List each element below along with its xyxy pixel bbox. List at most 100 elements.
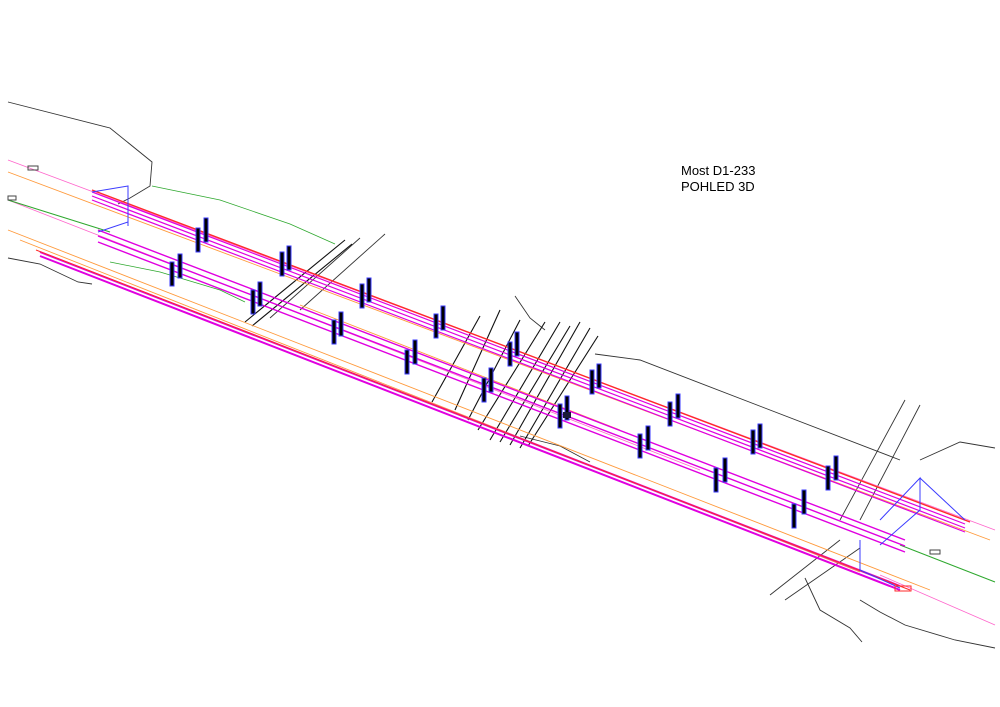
rail-line-6 (477, 321, 546, 431)
pier-l6a (557, 403, 563, 429)
axis-1 (7, 171, 991, 541)
pink-line-3 (879, 574, 996, 626)
road-left-2 (299, 233, 386, 311)
pier-u6a (589, 369, 595, 395)
pier-l5b (488, 367, 494, 393)
lower-girder-red (35, 249, 911, 591)
pier-l5a (481, 377, 487, 403)
axis-2 (7, 229, 931, 591)
pier-l9b (801, 489, 807, 515)
deck-lower-girder (39, 251, 901, 591)
pier-u1a (195, 227, 201, 253)
pier-l6b (564, 395, 570, 421)
pier-u3a (359, 283, 365, 309)
pier-u8b (757, 423, 763, 449)
pier-l8b (722, 457, 728, 483)
drawing-subtitle: POHLED 3D (681, 179, 755, 194)
pier-u5a (507, 341, 513, 367)
end-marker-right-mid (929, 549, 941, 555)
middle-girder-edge-3 (97, 241, 906, 553)
pier-u9a (825, 465, 831, 491)
right-abutment-wing-2 (919, 477, 966, 521)
middle-girder-edge-1 (97, 229, 906, 541)
upper-girder-edge-2 (91, 195, 966, 529)
pier-u7b (675, 393, 681, 419)
green-line-right (899, 544, 996, 583)
terrain-right-bottom (804, 577, 863, 643)
terrain-left-top (7, 101, 153, 205)
pink-lines (7, 159, 996, 626)
pier-l9a (791, 503, 797, 529)
pier-u1b (203, 217, 209, 243)
upper-girder-edge-1 (91, 191, 966, 525)
rail-line-7 (489, 321, 561, 441)
drawing-title-block: Most D1-233 POHLED 3D (681, 163, 755, 195)
terrain-right-road-2 (859, 404, 921, 521)
pier-l1b (177, 253, 183, 279)
pier-u2b (286, 245, 292, 271)
pier-u4b (440, 305, 446, 331)
axis-4 (299, 304, 621, 431)
rail-line-1 (244, 239, 346, 323)
left-abutment-wing (91, 185, 129, 233)
green-lines (7, 199, 996, 583)
terrain-right-road-1 (839, 399, 906, 521)
terrain-green-contour-2 (109, 261, 246, 303)
deck-middle-girder (97, 229, 906, 553)
end-marker-left-mid (7, 195, 17, 201)
alignment-axes (7, 171, 991, 591)
rail-line-3 (431, 315, 481, 403)
pier-u5b (514, 331, 520, 357)
pier-u2a (279, 251, 285, 277)
rail-line-2 (251, 243, 353, 327)
upper-girder-red (91, 189, 971, 523)
pier-l7b (645, 425, 651, 451)
terrain-right-road-4 (784, 547, 861, 601)
pier-u7a (667, 401, 673, 427)
rail-line-4 (454, 309, 501, 411)
railway-crossing (244, 239, 599, 449)
pier-l4b (412, 339, 418, 365)
pier-l1a (169, 261, 175, 287)
terrain-right-top (594, 353, 901, 461)
pier-l8a (713, 467, 719, 493)
survey-marker (563, 412, 571, 418)
pier-u9b (833, 455, 839, 481)
end-marker-left-top (27, 165, 39, 171)
pier-u6b (596, 363, 602, 389)
left-abutment (91, 185, 129, 233)
terrain-mid-top (514, 295, 546, 331)
terrain-right-east (919, 441, 996, 461)
terrain-green-contour (151, 185, 336, 245)
green-line-left (7, 199, 111, 233)
upper-girder-edge-3 (91, 199, 966, 533)
bridge-deck (7, 165, 971, 592)
rail-line-9 (509, 321, 581, 446)
right-abutment-wing (879, 476, 921, 546)
road-left-1 (269, 237, 361, 319)
pier-l7a (637, 433, 643, 459)
terrain-mid-bottom (519, 435, 591, 463)
pier-l4a (404, 349, 410, 375)
pier-l3b (338, 311, 344, 337)
terrain-outlines (7, 101, 996, 649)
end-markers (7, 165, 941, 592)
rail-line-10 (519, 327, 591, 449)
pier-l2b (257, 281, 263, 307)
end-marker-right-bottom (894, 585, 912, 592)
middle-girder-edge-2 (97, 235, 906, 547)
right-abutment-base (859, 540, 901, 589)
terrain-right-bottom-2 (859, 599, 996, 649)
rail-line-11 (527, 335, 599, 447)
pier-u3b (366, 277, 372, 303)
rail-line-5 (467, 319, 521, 421)
pier-l2a (250, 289, 256, 315)
rail-line-8 (499, 325, 571, 443)
deck-upper-girder (91, 191, 966, 533)
right-abutment (859, 476, 966, 589)
lower-girder-edge-2 (39, 255, 901, 591)
terrain-left-bottom (7, 257, 93, 285)
drawing-title: Most D1-233 (681, 163, 756, 178)
pier-u4a (433, 313, 439, 339)
